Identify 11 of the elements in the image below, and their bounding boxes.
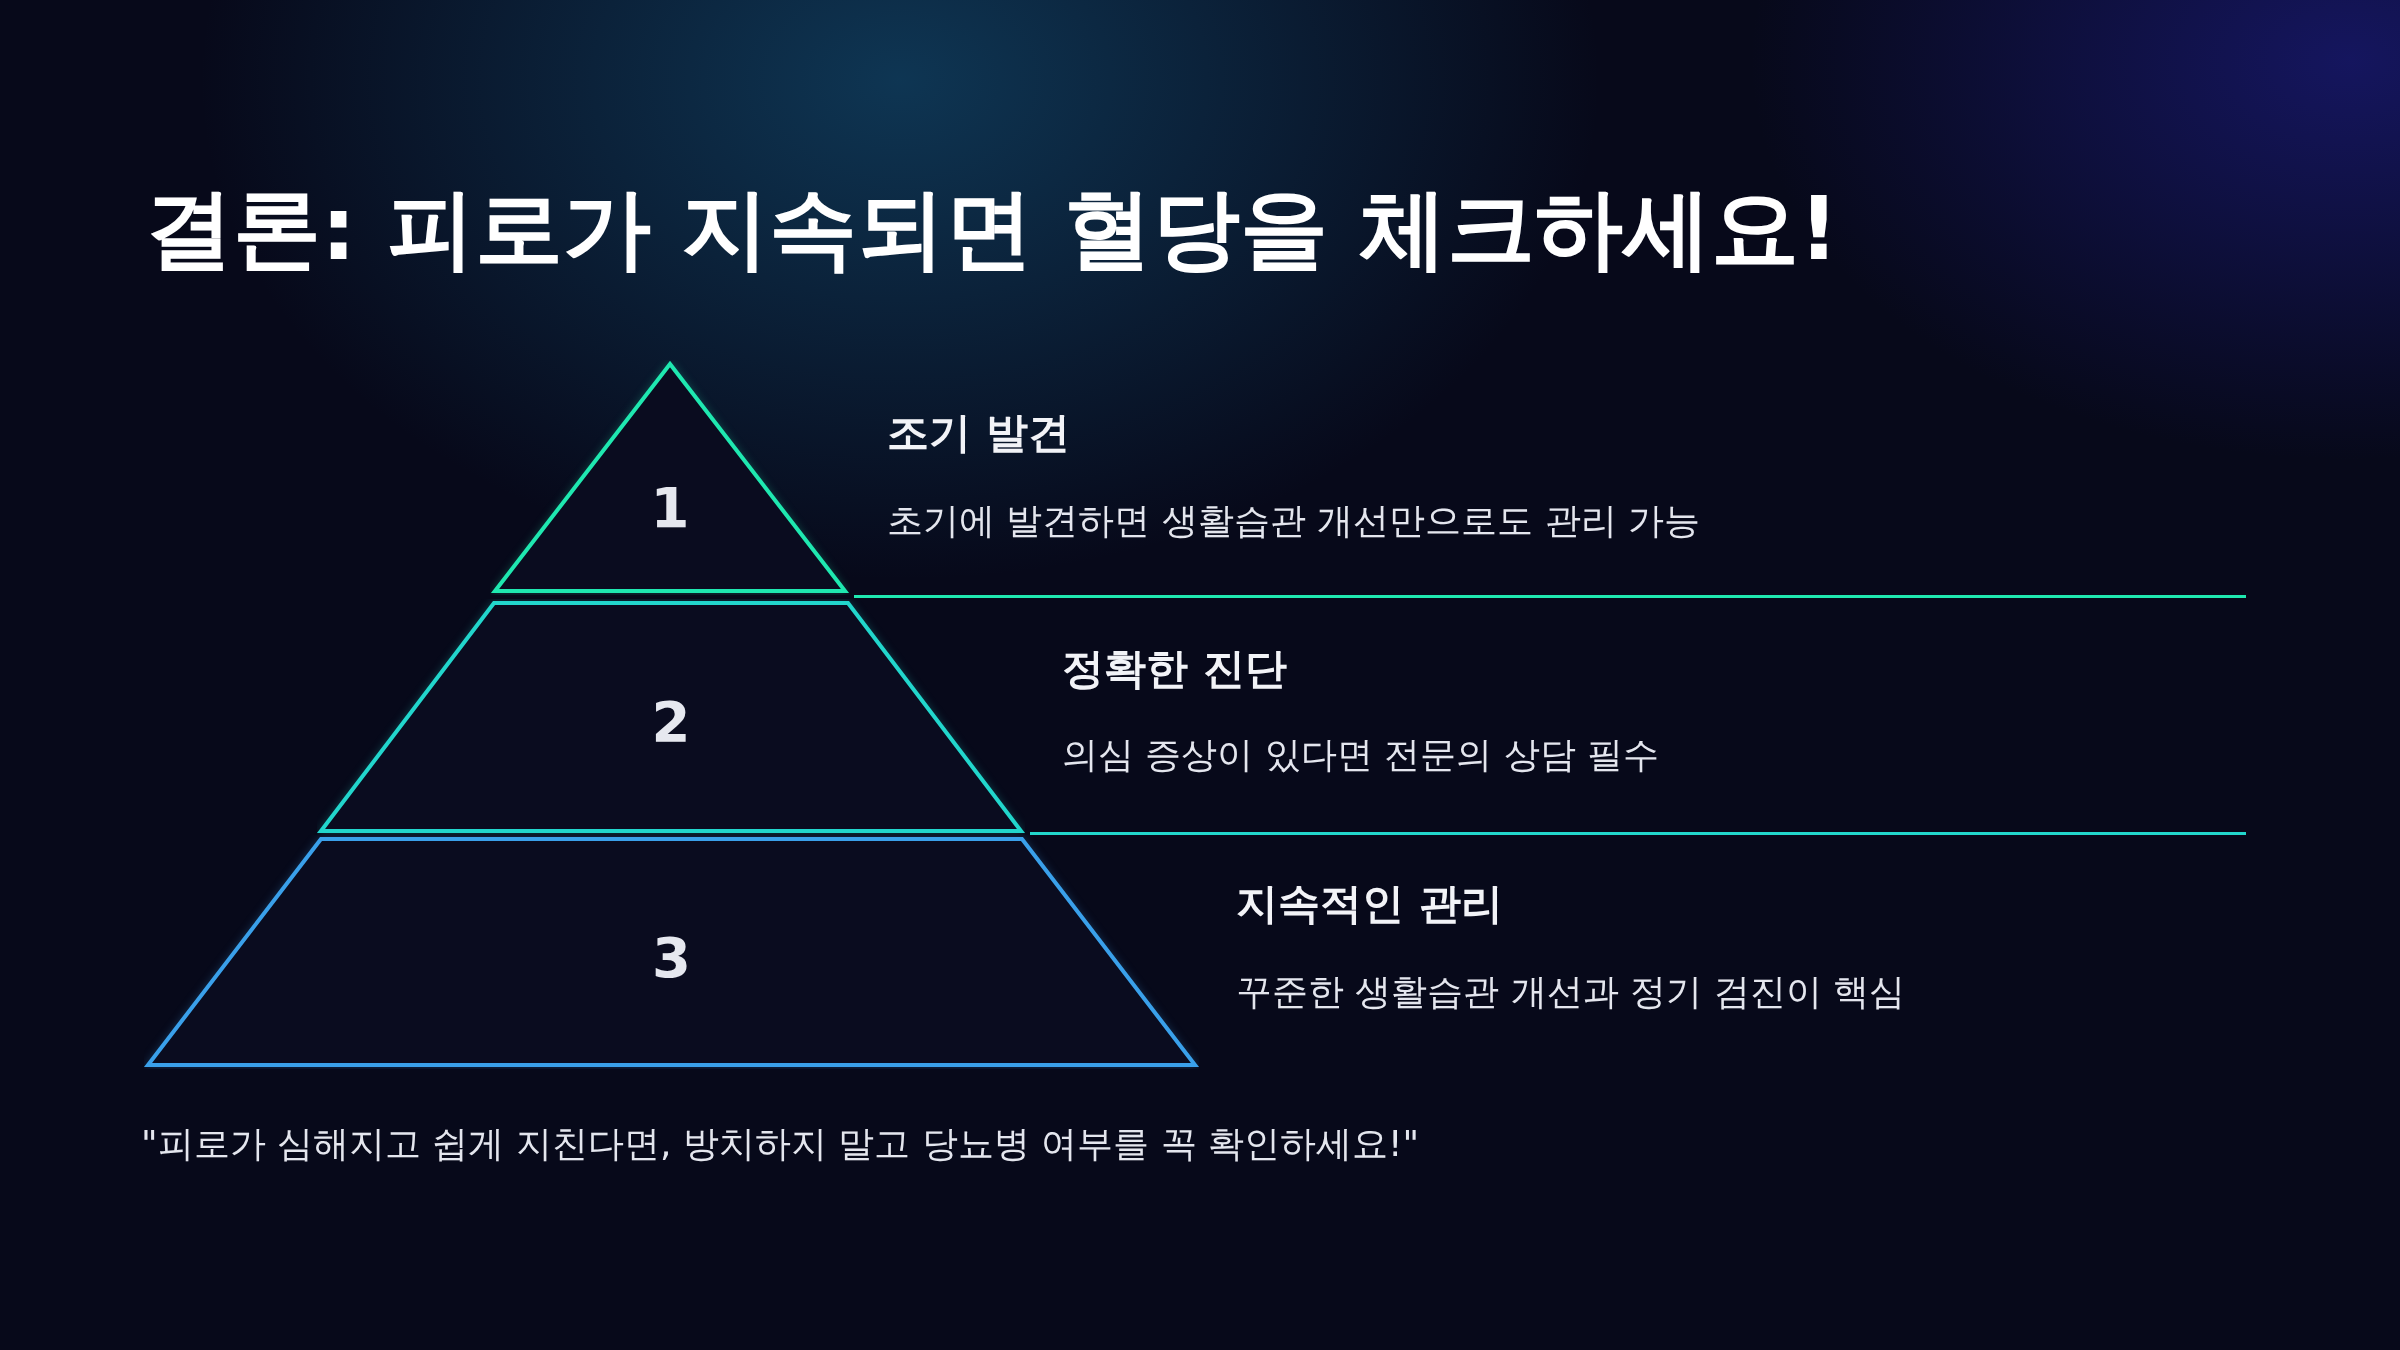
tier-heading: 조기 발견 [887,407,1070,459]
tier-number: 3 [652,930,691,986]
tier-description: 초기에 발견하면 생활습관 개선만으로도 관리 가능 [887,499,1701,543]
tier-number: 1 [650,480,690,536]
tier-description: 의심 증상이 있다면 전문의 상담 필수 [1062,733,1660,777]
tier-description: 꾸준한 생활습관 개선과 정기 검진이 핵심 [1236,970,1906,1014]
quote-text: "피로가 심해지고 쉽게 지친다면, 방치하지 말고 당뇨병 여부를 꼭 확인하세요!" [141,1122,1419,1166]
tier-heading: 지속적인 관리 [1236,878,1503,930]
tier-number: 2 [651,694,691,750]
slide-title: 결론: 피로가 지속되면 혈당을 체크하세요! [145,176,1839,282]
tier-heading: 정확한 진단 [1062,643,1287,695]
